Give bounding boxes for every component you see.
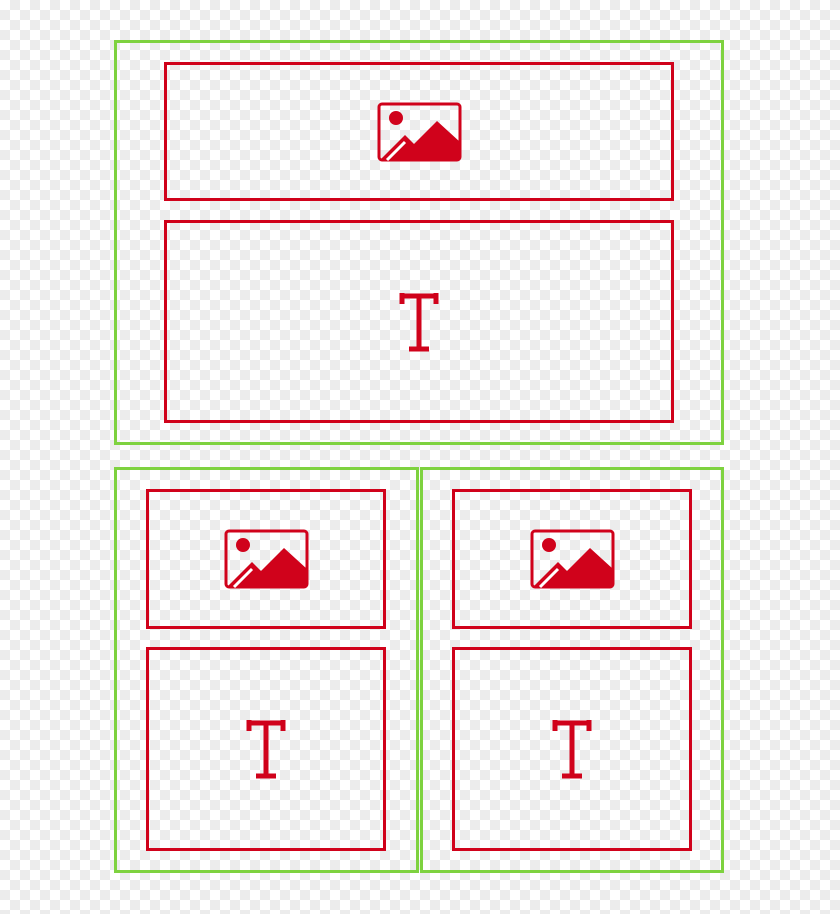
text-block-top — [164, 220, 674, 423]
image-icon — [530, 529, 615, 589]
text-t-icon — [246, 717, 286, 781]
container-bottom-right — [420, 467, 724, 873]
text-block-bottom-right — [452, 647, 692, 851]
image-icon — [224, 529, 309, 589]
image-block-top — [164, 62, 674, 201]
text-t-icon — [399, 290, 439, 354]
image-icon — [377, 102, 462, 162]
image-block-bottom-left — [146, 489, 386, 629]
text-block-bottom-left — [146, 647, 386, 851]
container-bottom-left — [114, 467, 419, 873]
image-block-bottom-right — [452, 489, 692, 629]
text-t-icon — [552, 717, 592, 781]
container-top — [114, 40, 724, 445]
